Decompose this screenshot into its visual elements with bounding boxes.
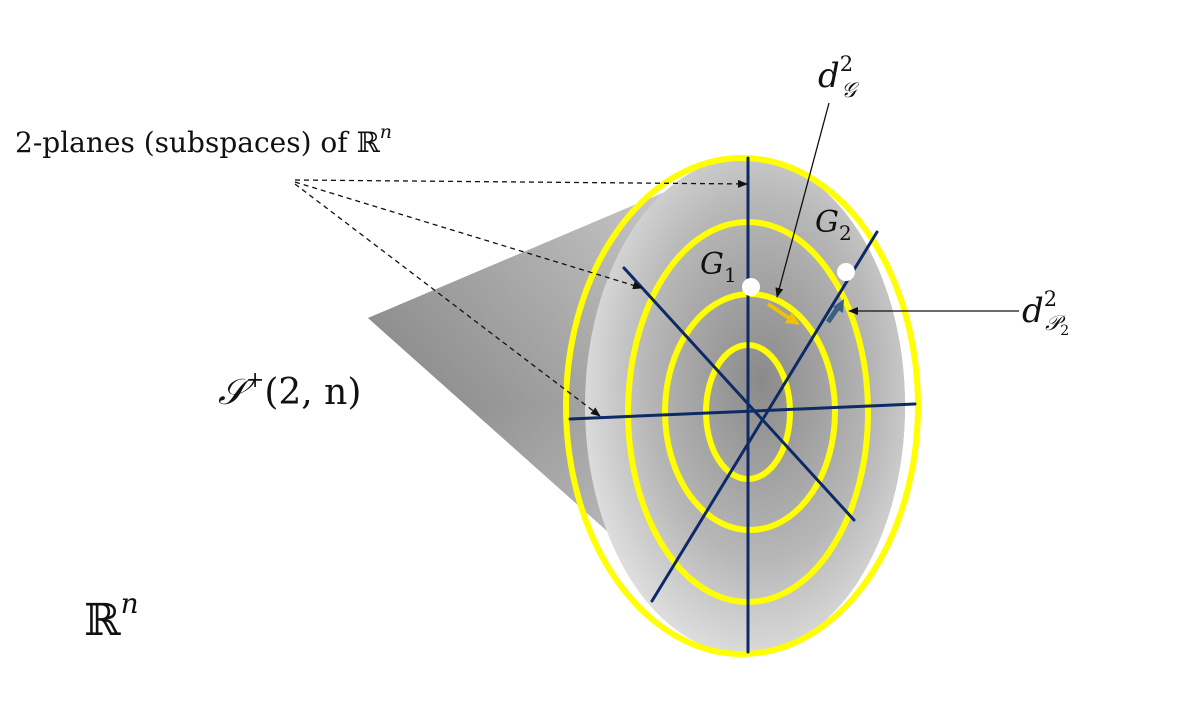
leader-bottom (294, 183, 601, 417)
ambient-space-label: ℝn (84, 587, 139, 646)
geodesic-d: d (818, 56, 840, 96)
geodesic-arrow (766, 302, 794, 322)
ambient-symbol: ℝ (84, 595, 121, 646)
leader-top (294, 179, 748, 188)
cone-name-args: (2, n) (264, 372, 361, 413)
geodesic-arrowhead (785, 312, 800, 325)
euclidean-sup: 2 (1044, 287, 1057, 311)
horizontal-line (568, 402, 917, 421)
ring-outer (563, 155, 921, 657)
point-g1 (742, 278, 760, 296)
planes-annotation: 2-planes (subspaces) of ℝn (15, 121, 392, 159)
diagonal-line-2 (650, 230, 879, 603)
diagonal-line-1 (622, 266, 856, 522)
g1-letter: G (700, 247, 724, 282)
geodesic-leader (775, 102, 830, 298)
euclidean-d: d (1022, 291, 1044, 331)
geodesic-sup: 2 (840, 52, 853, 76)
planes-label-text: 2-planes (subspaces) of ℝ (15, 126, 381, 159)
leader-middle (294, 181, 643, 290)
navy-lines (568, 156, 917, 654)
g1-sub: 1 (724, 263, 737, 287)
cone-base-face (585, 158, 905, 654)
point-g2 (837, 263, 855, 281)
g2-sub: 2 (839, 221, 852, 245)
cone-name: 𝒮+(2, n) (218, 368, 361, 413)
g1-label: G1 (700, 247, 737, 287)
euclidean-sub-sub: 2 (1060, 323, 1069, 339)
g2-letter: G (815, 205, 839, 240)
geodesic-sub: 𝒢 (841, 78, 859, 102)
cone-name-sup: + (246, 368, 264, 393)
plane-leader-lines (294, 179, 748, 417)
g2-label: G2 (815, 205, 852, 245)
planes-label-exp: n (380, 121, 392, 143)
euclidean-arrowhead (833, 299, 844, 313)
ambient-exp: n (121, 587, 139, 620)
